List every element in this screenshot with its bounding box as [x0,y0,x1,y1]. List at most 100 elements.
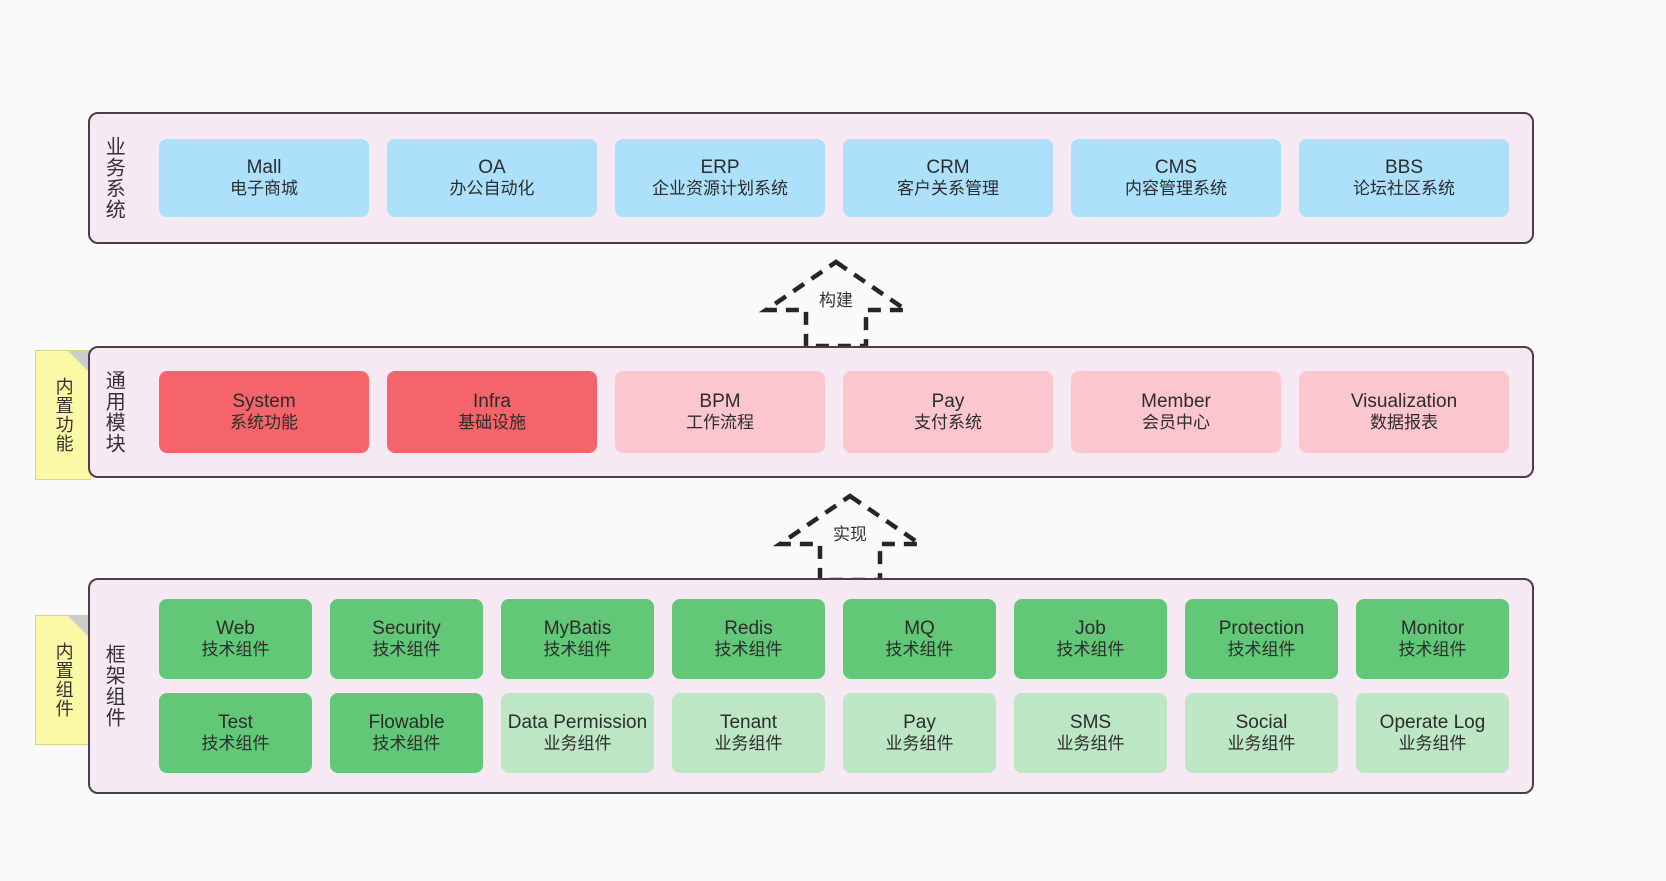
module-layer-body: System 系统功能 Infra 基础设施 BPM 工作流程 Pay 支付系统… [136,348,1532,476]
module-layer-title: 通用模块 [102,370,125,454]
node-member-name: Member [1141,391,1211,413]
arrow-build-shape [758,259,914,349]
node-test[interactable]: Test 技术组件 [159,693,312,773]
node-protection[interactable]: Protection 技术组件 [1185,599,1338,679]
node-test-desc: 技术组件 [201,734,270,754]
node-redis[interactable]: Redis 技术组件 [672,599,825,679]
node-sms-name: SMS [1069,712,1112,734]
node-erp[interactable]: ERP 企业资源计划系统 [615,139,825,217]
node-flowable-name: Flowable [368,712,445,734]
node-mq-desc: 技术组件 [885,640,954,660]
node-member-desc: 会员中心 [1142,413,1210,433]
node-mq-name: MQ [904,618,935,640]
framework-row-technical: Web 技术组件 Security 技术组件 MyBatis 技术组件 Redi… [150,599,1518,679]
node-security-desc: 技术组件 [372,640,441,660]
node-security-name: Security [372,618,441,640]
framework-layer-body: Web 技术组件 Security 技术组件 MyBatis 技术组件 Redi… [136,580,1532,792]
node-bpm[interactable]: BPM 工作流程 [615,371,825,453]
note-fold-corner-icon [68,616,90,638]
node-sms-desc: 业务组件 [1056,734,1125,754]
node-system-name: System [232,391,296,413]
node-mybatis-desc: 技术组件 [543,640,612,660]
node-mybatis-name: MyBatis [543,618,612,640]
node-crm-desc: 客户关系管理 [897,179,999,199]
node-cms[interactable]: CMS 内容管理系统 [1071,139,1281,217]
node-pay-component[interactable]: Pay 业务组件 [843,693,996,773]
node-tenant-name: Tenant [719,712,778,734]
node-sms[interactable]: SMS 业务组件 [1014,693,1167,773]
node-social-name: Social [1235,712,1288,734]
node-bbs-name: BBS [1384,157,1424,179]
common-module-layer: 通用模块 System 系统功能 Infra 基础设施 BPM 工作流程 Pay… [88,346,1534,478]
node-visualization-name: Visualization [1350,391,1458,413]
node-monitor-desc: 技术组件 [1398,640,1467,660]
node-pay-module-name: Pay [931,391,965,413]
node-pay-module-desc: 支付系统 [914,413,982,433]
node-web-name: Web [216,618,255,640]
node-erp-name: ERP [700,157,740,179]
node-social[interactable]: Social 业务组件 [1185,693,1338,773]
node-job[interactable]: Job 技术组件 [1014,599,1167,679]
node-pay-component-name: Pay [903,712,936,734]
node-flowable-desc: 技术组件 [372,734,441,754]
business-layer-body: Mall 电子商城 OA 办公自动化 ERP 企业资源计划系统 CRM 客户关系… [136,114,1532,242]
note-builtin-component-label: 内置组件 [53,642,74,718]
node-monitor[interactable]: Monitor 技术组件 [1356,599,1509,679]
node-bpm-name: BPM [699,391,741,413]
node-crm[interactable]: CRM 客户关系管理 [843,139,1053,217]
node-operate-log-name: Operate Log [1379,712,1486,734]
node-infra[interactable]: Infra 基础设施 [387,371,597,453]
node-bbs-desc: 论坛社区系统 [1353,179,1455,199]
node-protection-desc: 技术组件 [1227,640,1296,660]
node-monitor-name: Monitor [1400,618,1465,640]
node-system[interactable]: System 系统功能 [159,371,369,453]
node-tenant[interactable]: Tenant 业务组件 [672,693,825,773]
node-flowable[interactable]: Flowable 技术组件 [330,693,483,773]
node-job-name: Job [1075,618,1106,640]
framework-layer-title: 框架组件 [102,644,125,728]
framework-row-business: Test 技术组件 Flowable 技术组件 Data Permission … [150,693,1518,773]
node-web-desc: 技术组件 [201,640,270,660]
node-infra-name: Infra [472,391,512,413]
arrow-build-label: 构建 [819,291,853,310]
node-tenant-desc: 业务组件 [714,734,783,754]
node-redis-name: Redis [724,618,773,640]
node-mq[interactable]: MQ 技术组件 [843,599,996,679]
node-data-permission[interactable]: Data Permission 业务组件 [501,693,654,773]
business-system-layer: 业务系统 Mall 电子商城 OA 办公自动化 ERP 企业资源计划系统 CRM… [88,112,1534,244]
node-bpm-desc: 工作流程 [686,413,754,433]
node-oa-name: OA [478,157,506,179]
node-member[interactable]: Member 会员中心 [1071,371,1281,453]
note-fold-corner-icon [68,351,90,373]
node-operate-log[interactable]: Operate Log 业务组件 [1356,693,1509,773]
node-protection-name: Protection [1218,618,1305,640]
node-redis-desc: 技术组件 [714,640,783,660]
node-web[interactable]: Web 技术组件 [159,599,312,679]
node-operate-log-desc: 业务组件 [1398,734,1467,754]
node-mall-desc: 电子商城 [230,179,298,199]
node-cms-name: CMS [1154,157,1198,179]
node-mall[interactable]: Mall 电子商城 [159,139,369,217]
node-test-name: Test [218,712,253,734]
node-data-permission-desc: 业务组件 [543,734,612,754]
node-oa-desc: 办公自动化 [449,179,535,199]
node-infra-desc: 基础设施 [458,413,526,433]
node-mybatis[interactable]: MyBatis 技术组件 [501,599,654,679]
node-job-desc: 技术组件 [1056,640,1125,660]
node-visualization-desc: 数据报表 [1370,413,1438,433]
node-security[interactable]: Security 技术组件 [330,599,483,679]
node-pay-module[interactable]: Pay 支付系统 [843,371,1053,453]
framework-component-layer: 框架组件 Web 技术组件 Security 技术组件 MyBatis 技术组件… [88,578,1534,794]
node-data-permission-name: Data Permission [507,712,648,734]
business-layer-title: 业务系统 [102,136,125,220]
arrow-build: 构建 [756,258,916,349]
node-bbs[interactable]: BBS 论坛社区系统 [1299,139,1509,217]
node-oa[interactable]: OA 办公自动化 [387,139,597,217]
node-crm-name: CRM [926,157,970,179]
node-visualization[interactable]: Visualization 数据报表 [1299,371,1509,453]
note-builtin-component: 内置组件 [35,615,91,745]
node-erp-desc: 企业资源计划系统 [652,179,788,199]
arrow-implement: 实现 [770,492,930,583]
node-system-desc: 系统功能 [230,413,298,433]
arrow-implement-label: 实现 [833,525,867,544]
